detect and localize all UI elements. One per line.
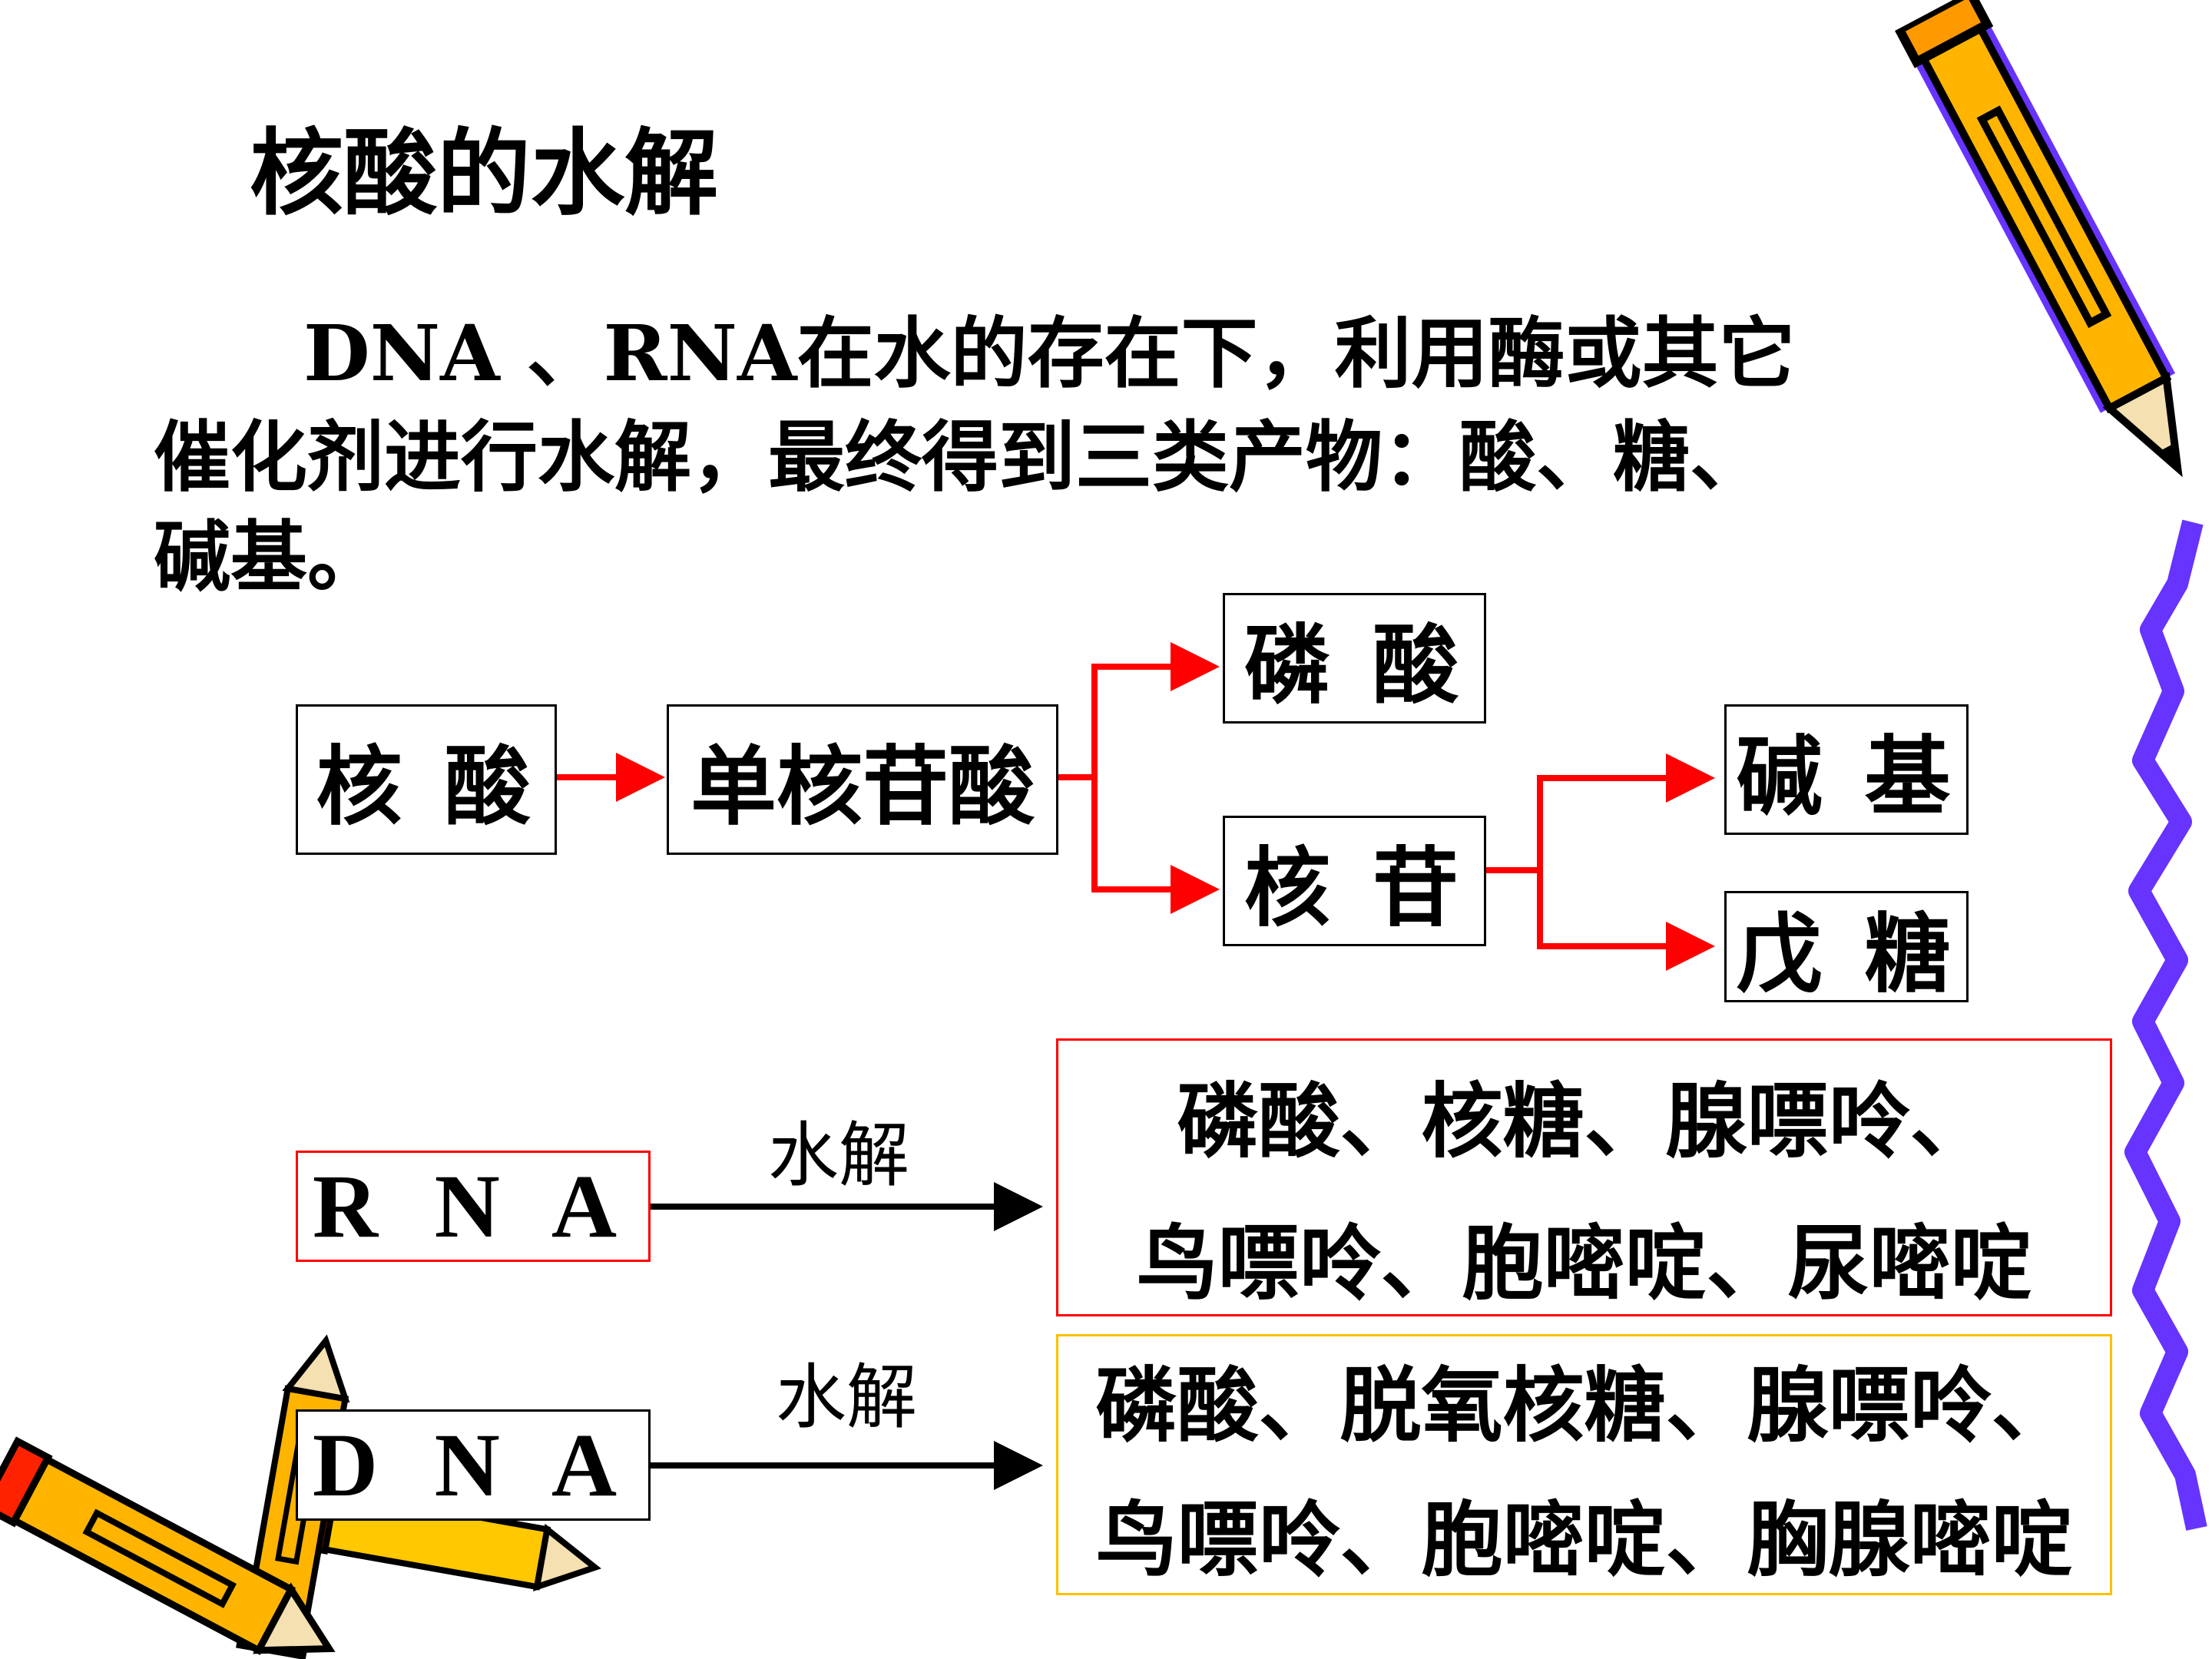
branch-nucleoside-lower	[1537, 870, 1715, 971]
intro-line-3: 碱基。	[154, 512, 384, 602]
intro-line-1: DNA 、RNA在水的存在下，利用酶或其它	[303, 308, 1796, 399]
dna-products-box: 磷酸、脱氧核糖、腺嘌呤、 鸟嘌呤、胞嘧啶、胸腺嘧啶	[1056, 1334, 2112, 1595]
node-phosphate: 磷 酸	[1223, 593, 1486, 724]
dna-box: D N A	[296, 1409, 651, 1521]
rna-box: R N A	[296, 1151, 651, 1262]
pencil-icon	[1895, 0, 2183, 478]
hydrolysis-arrows	[651, 1182, 1043, 1490]
node-base: 碱 基	[1724, 704, 1969, 835]
pencil-icon	[0, 1436, 336, 1655]
branch-nucleotide-lower	[1091, 777, 1220, 914]
rna-products-line-2: 鸟嘌呤、胞嘧啶、尿嘧啶	[1136, 1215, 2032, 1311]
node-nucleoside: 核 苷	[1223, 816, 1486, 946]
dna-hydrolysis-label: 水解	[776, 1356, 918, 1439]
rna-products-box: 磷酸、核糖、腺嘌呤、 鸟嘌呤、胞嘧啶、尿嘧啶	[1056, 1038, 2112, 1316]
dna-products-line-2: 鸟嘌呤、胞嘧啶、胸腺嘧啶	[1095, 1492, 2073, 1588]
page-title: 核酸的水解	[250, 118, 718, 228]
node-nucleotide: 单核苷酸	[667, 704, 1058, 855]
intro-line-2: 催化剂进行水解，最终得到三类产物：酸、糖、	[154, 412, 1767, 502]
branch-nucleotide	[1058, 642, 1220, 780]
flow-arrows	[557, 642, 1715, 971]
wavy-border-icon	[2124, 519, 2207, 1531]
rna-hydrolysis-label: 水解	[768, 1114, 910, 1197]
dna-products-line-1: 磷酸、脱氧核糖、腺嘌呤、	[1095, 1357, 2073, 1453]
node-nucleic-acid: 核 酸	[296, 704, 557, 855]
branch-nucleoside	[1486, 753, 1715, 873]
node-pentose: 戊 糖	[1724, 891, 1969, 1005]
rna-products-line-1: 磷酸、核糖、腺嘌呤、	[1177, 1073, 1992, 1169]
